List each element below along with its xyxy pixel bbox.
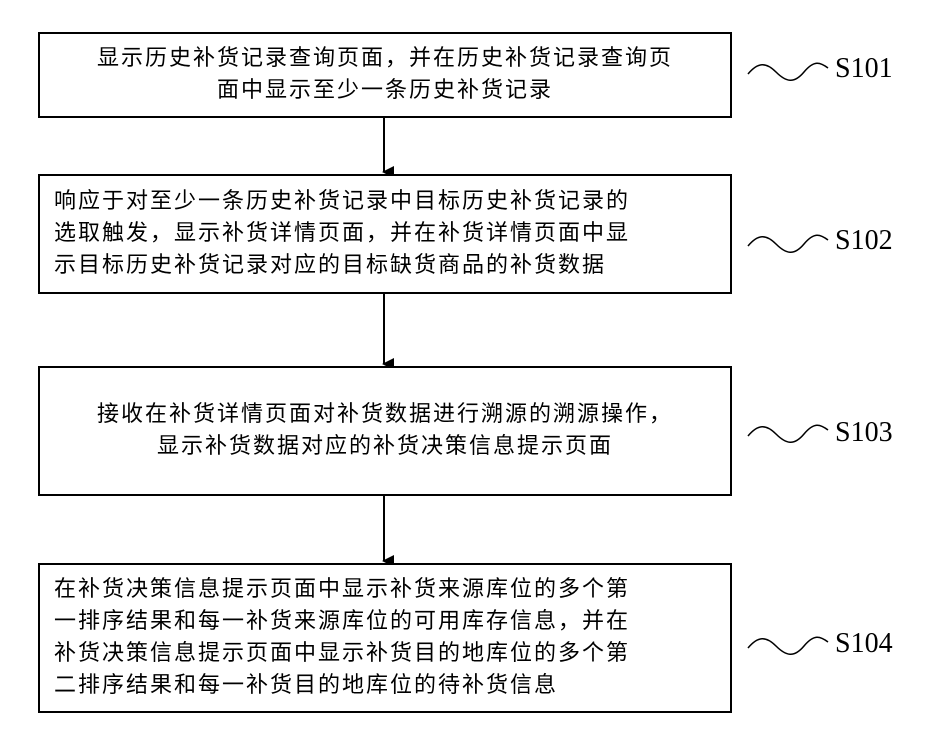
step-s104-line-2: 一排序结果和每一补货来源库位的可用库存信息，并在 xyxy=(54,606,716,638)
step-s103-line-1: 接收在补货详情页面对补货数据进行溯源的溯源操作， xyxy=(54,399,716,431)
leader-s104 xyxy=(748,637,828,654)
step-s102-line-2: 选取触发，显示补货详情页面，并在补货详情页面中显 xyxy=(54,218,716,250)
step-box-s101: 显示历史补货记录查询页面，并在历史补货记录查询页 面中显示至少一条历史补货记录 xyxy=(38,32,732,118)
step-label-s102: S102 xyxy=(835,224,893,258)
step-s102-line-3: 示目标历史补货记录对应的目标缺货商品的补货数据 xyxy=(54,250,716,282)
step-label-s103: S103 xyxy=(835,416,893,450)
step-s104-line-3: 补货决策信息提示页面中显示补货目的地库位的多个第 xyxy=(54,638,716,670)
leader-s103 xyxy=(748,425,828,442)
step-box-s102: 响应于对至少一条历史补货记录中目标历史补货记录的 选取触发，显示补货详情页面，并… xyxy=(38,174,732,294)
step-box-s103: 接收在补货详情页面对补货数据进行溯源的溯源操作， 显示补货数据对应的补货决策信息… xyxy=(38,366,732,496)
step-box-s104: 在补货决策信息提示页面中显示补货来源库位的多个第 一排序结果和每一补货来源库位的… xyxy=(38,563,732,713)
step-label-s101: S101 xyxy=(835,52,893,86)
step-s104-line-4: 二排序结果和每一补货目的地库位的待补货信息 xyxy=(54,670,716,702)
leader-s101 xyxy=(748,63,828,80)
step-s102-line-1: 响应于对至少一条历史补货记录中目标历史补货记录的 xyxy=(54,186,716,218)
leader-s102 xyxy=(748,235,828,252)
step-s101-line-2: 面中显示至少一条历史补货记录 xyxy=(54,75,716,107)
step-s103-line-2: 显示补货数据对应的补货决策信息提示页面 xyxy=(54,431,716,463)
step-s104-line-1: 在补货决策信息提示页面中显示补货来源库位的多个第 xyxy=(54,574,716,606)
step-label-s104: S104 xyxy=(835,627,893,661)
step-s101-line-1: 显示历史补货记录查询页面，并在历史补货记录查询页 xyxy=(54,43,716,75)
